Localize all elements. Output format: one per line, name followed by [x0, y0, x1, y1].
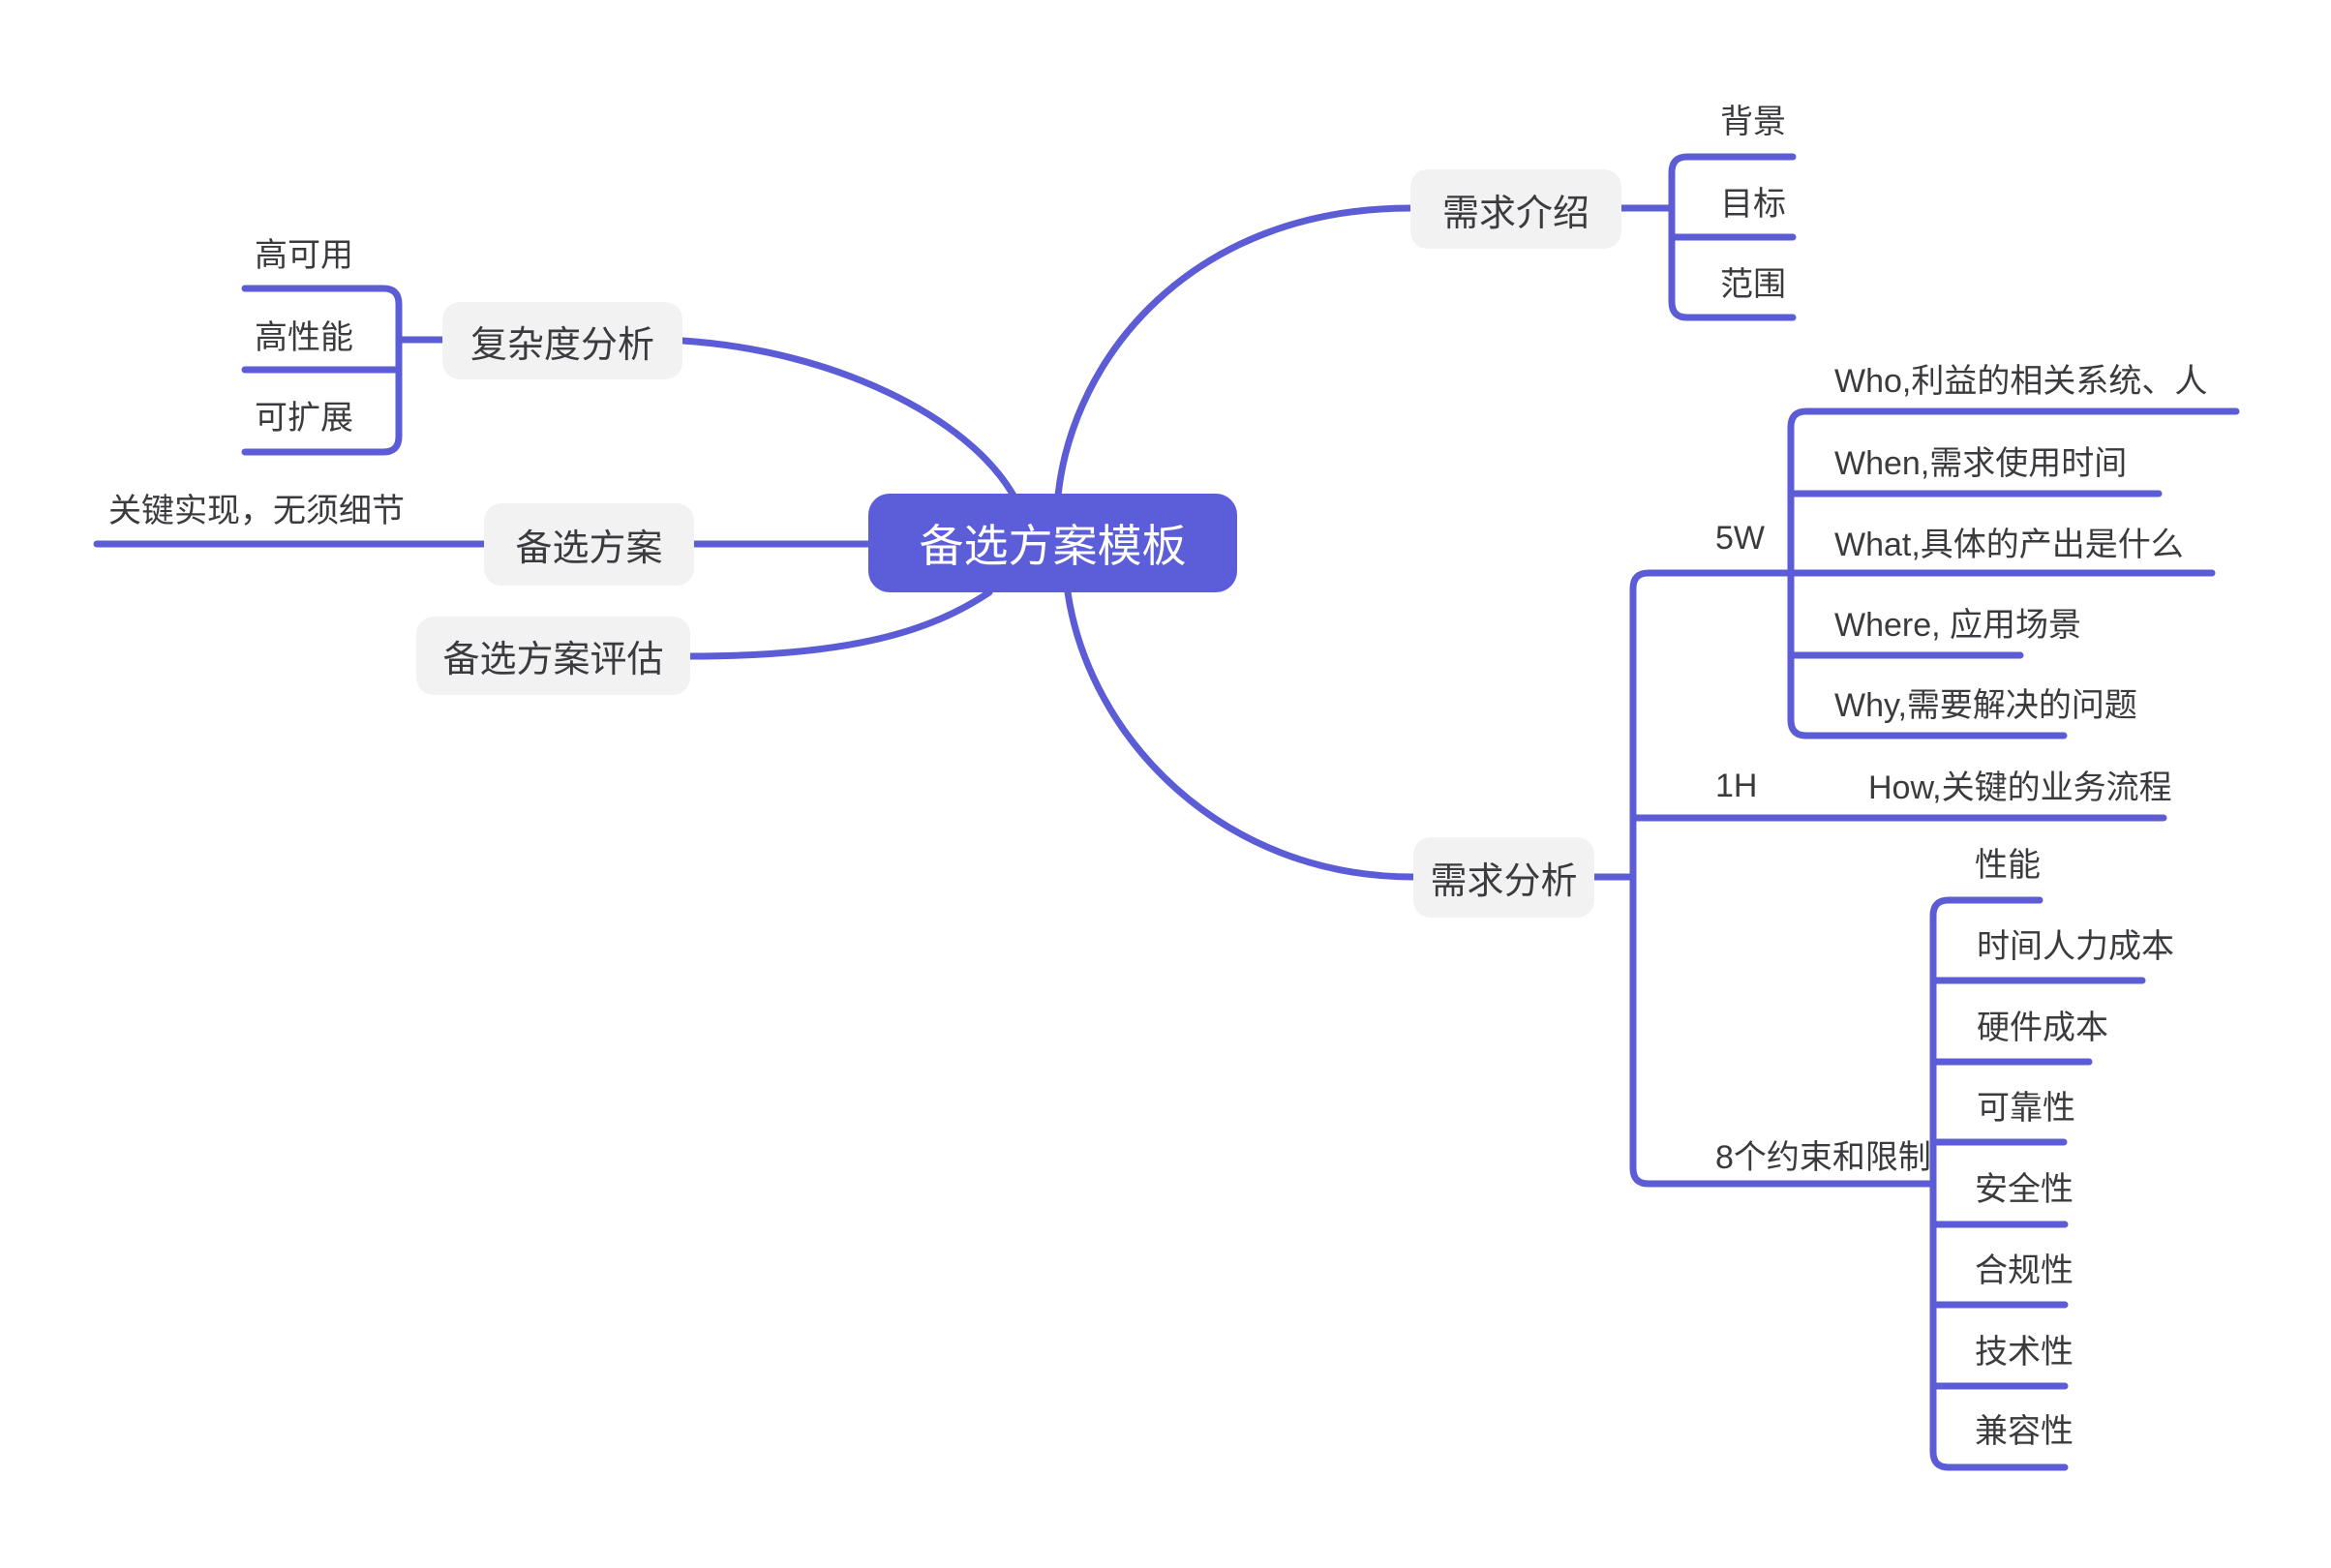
leaf-how[interactable]: How,关键的业务流程: [1868, 769, 2172, 806]
leaf-scalability[interactable]: 可扩展: [255, 400, 353, 437]
group-8-constraints[interactable]: 8个约束和限制: [1715, 1139, 1931, 1176]
leaf-technical[interactable]: 技术性: [1975, 1334, 2074, 1371]
branch-alternatives[interactable]: 备选方案: [484, 503, 694, 586]
leaf-high-performance[interactable]: 高性能: [255, 319, 353, 356]
edge-analysis-trunk: [1629, 569, 1937, 1188]
leaf-scope[interactable]: 范围: [1720, 266, 1786, 303]
leaf-performance[interactable]: 性能: [1975, 847, 2041, 884]
edge-root-evaluation: [686, 588, 993, 660]
branch-complexity-analysis[interactable]: 复杂度分析: [442, 302, 682, 379]
leaf-security[interactable]: 安全性: [1975, 1171, 2074, 1208]
group-1h[interactable]: 1H: [1715, 768, 1758, 804]
leaf-reliability[interactable]: 可靠性: [1977, 1090, 2075, 1127]
leaf-what[interactable]: What,具体的产出是什么: [1834, 527, 2184, 563]
leaf-time-labor-cost[interactable]: 时间人力成本: [1977, 928, 2174, 965]
group-5w[interactable]: 5W: [1715, 520, 1765, 557]
branch-requirements-intro[interactable]: 需求介绍: [1410, 169, 1621, 249]
edge-constraints-children-bracket: [1929, 896, 2069, 1471]
leaf-compliance[interactable]: 合规性: [1975, 1252, 2074, 1289]
leaf-high-availability[interactable]: 高可用: [255, 237, 353, 274]
leaf-background[interactable]: 背景: [1720, 104, 1786, 140]
leaf-compatibility[interactable]: 兼容性: [1975, 1413, 2074, 1450]
edge-root-intro: [1054, 204, 1414, 499]
branch-requirements-analysis[interactable]: 需求分析: [1413, 837, 1594, 918]
leaf-hardware-cost[interactable]: 硬件成本: [1977, 1010, 2108, 1046]
leaf-key-implementation[interactable]: 关键实现，无须细节: [108, 493, 405, 529]
edge-root-complexity: [679, 337, 1017, 499]
branch-alternatives-evaluation[interactable]: 备选方案评估: [416, 617, 690, 695]
leaf-goal[interactable]: 目标: [1720, 186, 1786, 223]
leaf-where[interactable]: Where, 应用场景: [1834, 607, 2082, 644]
leaf-who[interactable]: Who,利益的相关系统、人: [1834, 363, 2208, 400]
edge-root-analysis: [1064, 588, 1417, 881]
leaf-when[interactable]: When,需求使用时间: [1834, 445, 2128, 482]
leaf-why[interactable]: Why,需要解决的问题: [1834, 687, 2137, 724]
root-node[interactable]: 备选方案模板: [868, 494, 1237, 592]
